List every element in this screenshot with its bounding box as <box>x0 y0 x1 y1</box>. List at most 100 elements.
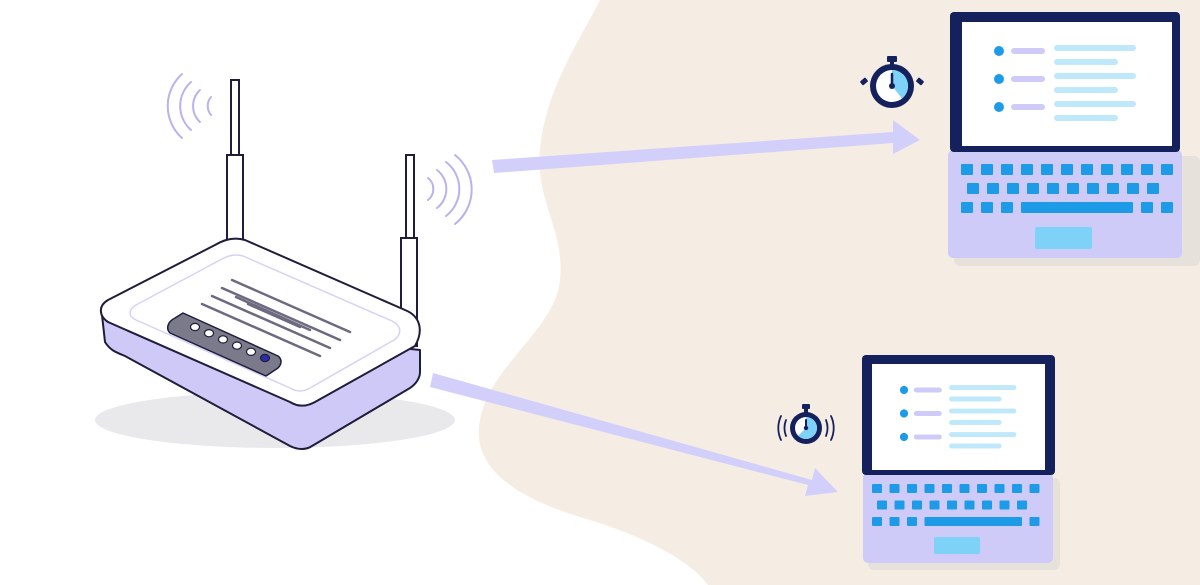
keyboard-key <box>977 484 987 493</box>
list-bullet <box>899 432 909 442</box>
spacebar-key <box>1021 202 1133 213</box>
keyboard-key <box>987 183 999 194</box>
keyboard-key <box>877 500 887 510</box>
list-label-line <box>913 387 942 393</box>
list-label-line <box>913 434 942 440</box>
keyboard-key <box>907 517 917 526</box>
keyboard-key <box>1141 164 1153 175</box>
keyboard-key <box>1021 164 1033 175</box>
keyboard-key <box>964 500 975 510</box>
router-leds <box>189 322 271 363</box>
keyboard-key <box>894 500 905 510</box>
spacebar-key <box>924 517 1022 526</box>
keyboard-key <box>1087 183 1099 194</box>
laptop-screen <box>872 364 1045 470</box>
trackpad <box>934 537 980 554</box>
keyboard-key <box>1027 183 1039 194</box>
router-vents <box>200 278 352 358</box>
keyboard-key <box>942 484 952 493</box>
keyboard-key <box>1001 202 1013 213</box>
keyboard-key <box>872 484 882 493</box>
list-text-line <box>1054 45 1136 51</box>
connection-arrow-far <box>430 373 838 496</box>
keyboard-key <box>1141 202 1153 213</box>
keyboard-key <box>999 500 1010 510</box>
laptop-screen <box>962 22 1172 146</box>
keyboard-key <box>967 183 979 194</box>
keyboard-key <box>947 500 957 510</box>
router <box>99 237 421 450</box>
keyboard-key <box>1061 164 1073 175</box>
router-led-active <box>259 353 271 363</box>
wifi-signal-left-icon <box>166 73 212 139</box>
router-led <box>203 329 215 338</box>
keyboard-key <box>1147 183 1159 194</box>
keyboard-key <box>959 484 970 493</box>
keyboard-key <box>889 517 900 526</box>
list-text-line <box>949 443 1002 449</box>
keyboard-key <box>1161 202 1173 213</box>
keyboard-key <box>1017 500 1027 510</box>
keyboard-key <box>1107 183 1119 194</box>
list-label-line <box>1011 104 1045 110</box>
keyboard-key <box>929 500 940 510</box>
ringing-stopwatch-icon <box>777 404 835 444</box>
list-label-line <box>913 411 942 416</box>
stopwatch-icon <box>860 56 924 108</box>
keyboard-key <box>1012 484 1022 493</box>
list-bullet <box>899 409 909 418</box>
screen-content <box>994 45 1136 121</box>
list-text-line <box>1054 101 1136 107</box>
keyboard-key <box>1047 183 1059 194</box>
list-text-line <box>1054 59 1118 65</box>
trackpad <box>1035 227 1092 249</box>
keyboard-key <box>961 202 973 213</box>
list-label-line <box>1011 76 1045 82</box>
list-bullet <box>994 102 1004 112</box>
list-text-line <box>949 432 1017 437</box>
list-text-line <box>1054 115 1118 121</box>
keyboard-key <box>1007 183 1019 194</box>
keyboard-key <box>981 202 993 213</box>
router-antenna-left <box>226 79 244 244</box>
list-text-line <box>949 408 1017 414</box>
keyboard-key <box>961 164 973 175</box>
list-bullet <box>994 46 1004 56</box>
list-text-line <box>949 396 1002 402</box>
keyboard-key <box>912 500 922 510</box>
keyboard-key <box>889 484 900 493</box>
router-led <box>245 347 257 356</box>
list-label-line <box>1011 48 1045 54</box>
list-text-line <box>949 420 1002 425</box>
list-bullet <box>899 385 909 395</box>
keyboard-key <box>907 484 917 493</box>
keyboard-key <box>1161 164 1173 175</box>
keyboard-key <box>1029 484 1040 493</box>
router-top-inset <box>129 254 401 392</box>
keyboard-key <box>1001 164 1013 175</box>
connection-arrow-near <box>492 120 920 173</box>
list-bullet <box>994 74 1004 84</box>
keyboard-key <box>982 500 992 510</box>
keyboard-key <box>1127 183 1139 194</box>
keyboard <box>872 484 1040 526</box>
router-led <box>189 322 201 332</box>
laptop-near <box>948 12 1200 266</box>
keyboard-key <box>1101 164 1113 175</box>
list-text-line <box>1054 87 1118 93</box>
keyboard-key <box>1041 164 1053 175</box>
keyboard <box>961 164 1173 213</box>
keyboard-key <box>994 484 1005 493</box>
keyboard-key <box>1121 164 1133 175</box>
keyboard-key <box>872 517 882 526</box>
keyboard-key <box>1081 164 1093 175</box>
keyboard-key <box>924 484 935 493</box>
laptop-far <box>862 355 1060 570</box>
router-led <box>231 341 243 350</box>
list-text-line <box>949 385 1017 390</box>
keyboard-key <box>1029 517 1040 526</box>
keyboard-key <box>981 164 993 175</box>
router-led <box>217 335 229 344</box>
keyboard-key <box>1067 183 1079 194</box>
